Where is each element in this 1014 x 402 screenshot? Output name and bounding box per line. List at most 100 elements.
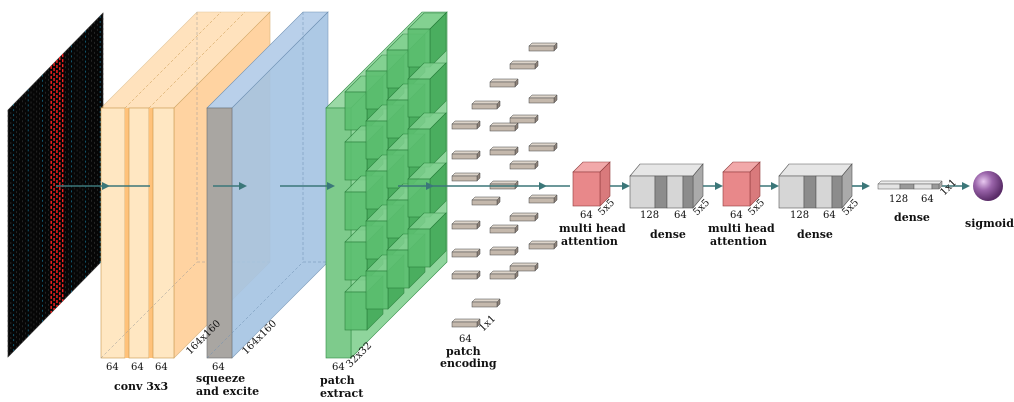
encoding-bar-top: [528, 142, 558, 147]
dense1-dim-1: 128: [640, 210, 659, 221]
encoding-bar: [471, 199, 498, 206]
encoding-bar: [528, 197, 555, 204]
encoding-bar-top: [471, 100, 501, 105]
encoding-bar: [471, 301, 498, 308]
encoding-bar-top: [451, 248, 481, 253]
encoding-bar: [509, 63, 536, 70]
patch-cube: [407, 128, 431, 168]
patch-cube: [386, 99, 410, 139]
encoding-bar: [489, 149, 516, 156]
encoding-bar-top: [451, 172, 481, 177]
encoding-bar-top: [451, 120, 481, 125]
patch-cube: [344, 191, 368, 231]
dense2-dim-2: 64: [823, 210, 836, 221]
encoding-bar: [489, 273, 516, 280]
attention-block-2: [722, 161, 761, 207]
conv-dim-1: 64: [106, 362, 119, 373]
encoding-bar-top: [509, 212, 539, 217]
encoding-dim: 64: [459, 334, 472, 345]
patch-cube: [344, 91, 368, 131]
dense1-caption: dense: [650, 228, 686, 241]
encoding-bar-top: [489, 180, 519, 185]
encoding-bar: [509, 215, 536, 222]
patch-cube: [386, 199, 410, 239]
encoding-bar: [451, 321, 478, 328]
squeeze-excite-block: [206, 11, 329, 359]
patch-cube: [344, 291, 368, 331]
attention2-caption-1: multi head: [708, 222, 775, 235]
patch-cube: [407, 28, 431, 68]
patch-cube: [365, 120, 389, 160]
dense3-dim-1: 128: [889, 194, 908, 205]
encoding-bar: [509, 163, 536, 170]
encoding-bar-top: [489, 270, 519, 275]
dense3-dim-2: 64: [921, 194, 934, 205]
attention1-dim: 64: [580, 210, 593, 221]
encoding-bar-top: [528, 240, 558, 245]
encoding-bar-top: [489, 122, 519, 127]
encoding-bar-top: [528, 94, 558, 99]
encoding-caption-1: patch: [446, 345, 481, 358]
encoding-bar-top: [528, 42, 558, 47]
patch-dim: 64: [332, 362, 345, 373]
squeeze-dim: 64: [212, 362, 225, 373]
patch-cube: [365, 270, 389, 310]
patch-cube: [386, 249, 410, 289]
patch-extract-block: [325, 11, 448, 359]
squeeze-caption-2: and excite: [196, 385, 259, 398]
input-spectrogram: [7, 12, 104, 358]
encoding-bar: [451, 251, 478, 258]
encoding-bar-top: [509, 262, 539, 267]
encoding-bar: [451, 223, 478, 230]
encoding-bar-top: [451, 270, 481, 275]
patch-cube: [344, 141, 368, 181]
encoding-bar: [528, 97, 555, 104]
squeeze-caption-1: squeeze: [196, 372, 245, 385]
patch-cube: [365, 70, 389, 110]
dense-block-1: [629, 163, 704, 209]
dense-block-3: [877, 180, 943, 190]
encoding-bar-top: [489, 246, 519, 251]
sigmoid-caption: sigmoid: [965, 217, 1014, 230]
encoding-bar: [451, 123, 478, 130]
conv-dim-3: 64: [155, 362, 168, 373]
encoding-bar: [509, 265, 536, 272]
encoding-bar-top: [489, 224, 519, 229]
encoding-bar: [489, 125, 516, 132]
encoding-bar: [451, 175, 478, 182]
encoding-bar-top: [451, 318, 481, 323]
encoding-bar: [509, 117, 536, 124]
encoding-bar-top: [489, 146, 519, 151]
patch-encoding-block: [451, 42, 558, 328]
encoding-bar: [489, 81, 516, 88]
dense-block-2: [778, 163, 853, 209]
patch-caption-1: patch: [320, 374, 355, 387]
encoding-bar-top: [471, 196, 501, 201]
dense1-dim-2: 64: [674, 210, 687, 221]
encoding-bar-top: [509, 114, 539, 119]
encoding-bar-top: [451, 150, 481, 155]
attention1-caption-1: multi head: [559, 222, 626, 235]
dense2-dim-1: 128: [790, 210, 809, 221]
patch-cube: [407, 78, 431, 118]
patch-caption-2: extract: [320, 387, 364, 400]
encoding-bar: [451, 273, 478, 280]
conv-dim-2: 64: [131, 362, 144, 373]
dense3-side-label: 1x1: [938, 177, 959, 198]
encoding-bar-top: [489, 78, 519, 83]
attention2-caption-2: attention: [710, 235, 767, 248]
encoding-bar: [489, 249, 516, 256]
encoding-bar: [528, 243, 555, 250]
patch-cube: [386, 49, 410, 89]
encoding-bar-top: [451, 220, 481, 225]
encoding-bar-top: [528, 194, 558, 199]
attention-block-1: [572, 161, 611, 207]
encoding-caption-2: encoding: [440, 357, 497, 370]
patch-cube: [365, 170, 389, 210]
encoding-bar-top: [471, 298, 501, 303]
conv-caption: conv 3x3: [114, 380, 168, 393]
encoding-side-label: 1x1: [477, 313, 498, 334]
encoding-bar-top: [509, 60, 539, 65]
dense2-caption: dense: [797, 228, 833, 241]
